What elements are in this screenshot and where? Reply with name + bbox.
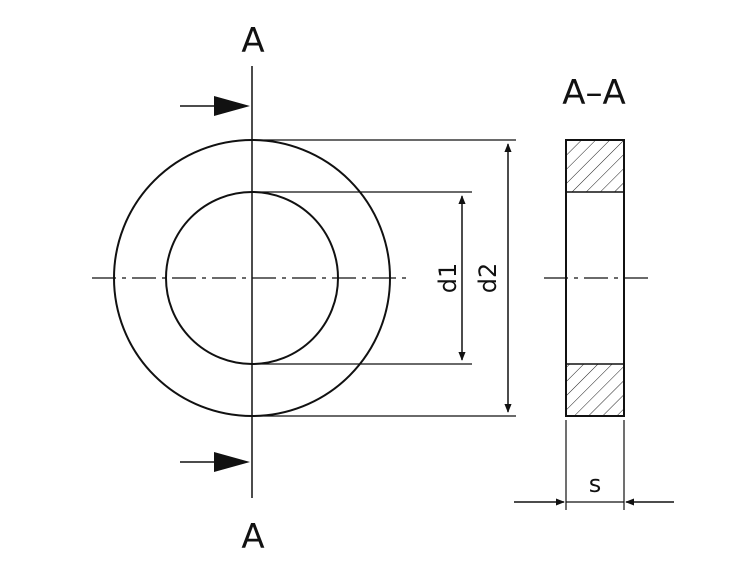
extension-lines — [252, 139, 516, 417]
section-arrow-bottom-icon — [214, 452, 250, 472]
section-view — [544, 139, 648, 417]
section-view-title: A–A — [562, 73, 626, 113]
hatched-section-top — [566, 140, 624, 192]
hatched-section-bottom — [566, 364, 624, 416]
section-label-bottom: A — [241, 517, 264, 557]
section-arrow-top-icon — [214, 96, 250, 116]
d1-label: d1 — [434, 263, 462, 294]
section-label-top: A — [241, 21, 264, 61]
d2-label: d2 — [474, 263, 502, 294]
thickness-dimension — [514, 420, 674, 510]
section-arrows — [180, 96, 250, 472]
front-view — [92, 66, 412, 498]
thickness-label: s — [589, 470, 602, 498]
